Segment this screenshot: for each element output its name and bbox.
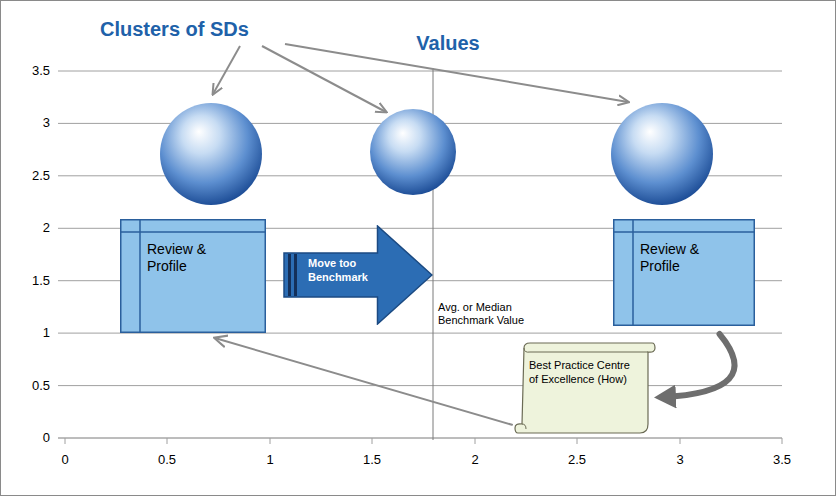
node-text: Review & Profile	[640, 241, 732, 275]
y-tick-label: 1.5	[0, 273, 50, 289]
box-fill	[614, 220, 755, 326]
x-tick-label: 3	[655, 452, 705, 468]
box-fill	[121, 220, 266, 333]
scroll-curl	[522, 424, 526, 429]
y-tick-label: 1	[0, 325, 50, 341]
node-text: Review & Profile	[147, 241, 239, 275]
x-tick-label: 2.5	[552, 452, 602, 468]
cluster-sphere	[370, 109, 456, 195]
callout-heading: Clusters of SDs	[100, 18, 249, 41]
benchmark-note: Avg. or Median Benchmark Value	[438, 301, 550, 327]
y-tick-label: 0	[0, 430, 50, 446]
x-tick-label: 0	[40, 452, 90, 468]
process-box: Review & Profile	[613, 219, 755, 326]
x-tick-label: 2	[450, 452, 500, 468]
box-divider	[632, 219, 634, 326]
arrow-stripe	[294, 254, 297, 296]
arrow-body	[284, 226, 432, 324]
x-tick-label: 0.5	[142, 452, 192, 468]
scroll-body	[515, 343, 655, 433]
scroll-curl	[524, 348, 648, 352]
node-shape	[613, 219, 755, 326]
cluster-sphere	[160, 103, 262, 205]
node-shape	[120, 219, 266, 333]
y-tick-label: 3.5	[0, 63, 50, 79]
x-tick-label: 1	[245, 452, 295, 468]
x-tick-label: 3.5	[757, 452, 807, 468]
node-shape	[514, 342, 656, 434]
box-divider	[139, 219, 141, 333]
box-divider	[120, 231, 266, 233]
arrow-stripe	[288, 254, 291, 296]
process-box: Review & Profile	[120, 219, 266, 333]
flow-connector	[662, 334, 735, 397]
y-tick-label: 0.5	[0, 378, 50, 394]
box-divider	[613, 231, 755, 233]
cluster-sphere	[611, 103, 713, 205]
y-tick-label: 3	[0, 115, 50, 131]
grid-lines	[58, 71, 782, 444]
y-tick-label: 2.5	[0, 168, 50, 184]
y-tick-label: 2	[0, 220, 50, 236]
block-arrow: Move too Benchmark	[283, 225, 433, 325]
leader-lines	[213, 44, 628, 112]
flow-connector	[215, 338, 512, 425]
node-text: Best Practice Centre of Excellence (How)	[529, 358, 637, 386]
node-text: Move too Benchmark	[308, 256, 380, 284]
x-tick-label: 1.5	[347, 452, 397, 468]
scroll-note: Best Practice Centre of Excellence (How)	[514, 342, 656, 434]
